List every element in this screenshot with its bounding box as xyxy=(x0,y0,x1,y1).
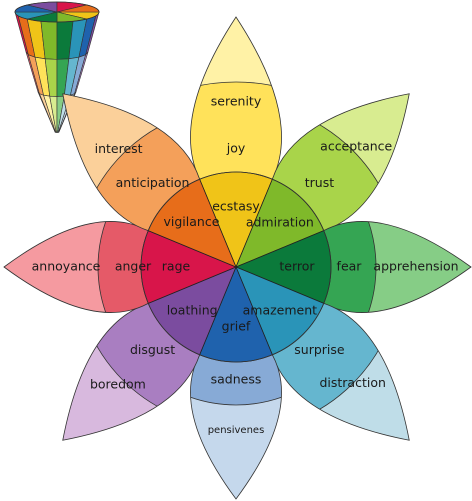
petal-anticipation-outline xyxy=(62,93,201,232)
label-anger-inner: rage xyxy=(162,259,191,274)
label-fear-mid: fear xyxy=(337,259,363,274)
label-sadness-inner: grief xyxy=(222,319,251,334)
petal-anger-outline xyxy=(3,221,149,313)
label-sadness-mid: sadness xyxy=(211,372,262,387)
petal-surprise-mid xyxy=(272,303,401,432)
label-sadness-outer: pensivenes xyxy=(208,425,265,436)
label-joy-outer: serenity xyxy=(211,94,262,109)
label-surprise-inner: amazement xyxy=(243,302,318,317)
label-fear-outer: apprehension xyxy=(373,259,458,274)
emotion-labels: ecstasy joy serenity admiration trust accepta… xyxy=(32,94,459,437)
petal-surprise-outline xyxy=(271,302,410,441)
label-disgust-mid: disgust xyxy=(130,342,175,357)
petal-anticipation xyxy=(62,93,200,231)
label-disgust-inner: loathing xyxy=(167,302,218,317)
petal-fear xyxy=(323,221,471,313)
petal-anger-divider xyxy=(97,221,149,313)
petal-sadness-divider xyxy=(190,354,282,406)
label-disgust-outer: boredom xyxy=(90,377,146,392)
petal-trust-outline xyxy=(271,93,410,232)
label-anticipation-outer: interest xyxy=(95,141,143,156)
petal-fear-divider xyxy=(323,221,377,313)
petal-anger xyxy=(4,221,149,313)
petal-disgust xyxy=(62,303,200,441)
cone-rim-outline xyxy=(14,1,100,23)
label-anticipation-mid: anticipation xyxy=(116,175,190,190)
petal-anticipation-mid xyxy=(76,107,200,231)
petal-disgust-mid xyxy=(76,303,200,427)
label-surprise-mid: surprise xyxy=(294,342,345,357)
label-joy-mid: joy xyxy=(226,141,246,156)
label-trust-mid: trust xyxy=(305,175,334,190)
flower-petals xyxy=(3,16,472,500)
petal-trust xyxy=(272,93,410,231)
label-anticipation-inner: vigilance xyxy=(163,214,219,229)
label-anger-outer: annoyance xyxy=(32,259,101,274)
label-anger-mid: anger xyxy=(115,259,152,274)
petal-sadness xyxy=(190,354,282,499)
petal-fear-outline xyxy=(323,221,472,313)
petal-trust-mid xyxy=(272,102,401,231)
petal-joy-outline xyxy=(190,16,282,180)
petal-joy xyxy=(190,17,282,180)
label-trust-inner: admiration xyxy=(246,215,314,230)
label-trust-outer: acceptance xyxy=(320,138,392,153)
label-fear-inner: terror xyxy=(279,259,315,274)
petal-disgust-outline xyxy=(62,302,201,441)
core-outline xyxy=(140,171,332,363)
petal-surprise xyxy=(272,303,410,441)
petal-joy-divider xyxy=(190,81,282,180)
label-surprise-outer: distraction xyxy=(319,375,385,390)
label-joy-inner: ecstasy xyxy=(212,199,260,214)
petal-sadness-outline xyxy=(190,354,282,500)
